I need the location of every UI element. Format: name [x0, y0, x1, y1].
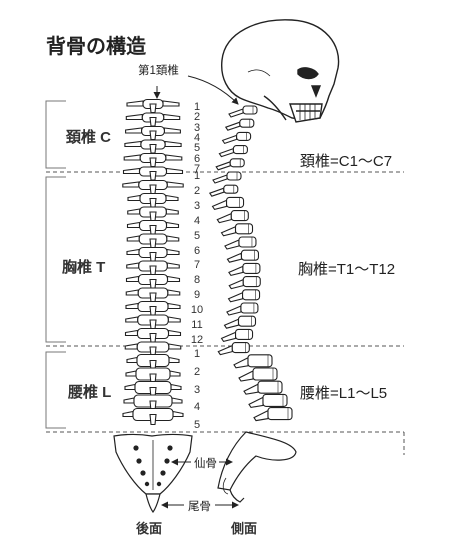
back-view-spine — [122, 98, 184, 426]
back-vertebra-19 — [124, 341, 182, 357]
coccyx-label: 尾骨 — [186, 498, 213, 514]
bracket-cervical — [45, 100, 66, 169]
side-vertebra-10 — [220, 223, 254, 237]
side-view-sacrum — [217, 431, 297, 503]
vertebra-number-c6: 6 — [193, 152, 201, 165]
vertebra-number-t5: 5 — [193, 229, 201, 242]
vertebra-number-c7: 7 — [193, 163, 201, 175]
side-vertebra-17 — [223, 315, 257, 329]
vertebra-number-l5: 5 — [193, 419, 201, 431]
side-vertebra-18 — [220, 328, 254, 343]
back-vertebra-8 — [127, 192, 179, 209]
back-vertebra-7 — [122, 179, 184, 195]
region-label-lumbar: 腰椎 L — [68, 384, 112, 401]
side-vertebra-22 — [243, 380, 283, 395]
back-vertebra-1 — [126, 98, 180, 114]
back-vertebra-24 — [122, 407, 184, 426]
side-vertebra-4 — [218, 145, 248, 158]
side-vertebra-20 — [233, 354, 273, 369]
side-vertebra-16 — [226, 302, 259, 316]
first-cervical-pointer — [153, 75, 239, 105]
region-label-cervical: 頚椎 C — [66, 129, 112, 146]
vertebra-number-t2: 2 — [193, 184, 201, 197]
back-vertebra-20 — [126, 353, 180, 372]
vertebra-number-c3: 3 — [193, 121, 201, 134]
view-label-back: 後面 — [136, 521, 163, 536]
back-vertebra-2 — [125, 112, 181, 127]
side-vertebra-24 — [253, 407, 293, 422]
back-vertebra-18 — [124, 327, 182, 344]
vertebra-number-t3: 3 — [193, 199, 201, 212]
vertebra-number-t4: 4 — [193, 214, 201, 227]
formula-cervical: 頚椎=C1〜C7 — [300, 153, 393, 170]
vertebra-number-t8: 8 — [193, 274, 201, 287]
back-view-sacrum — [113, 433, 193, 514]
back-vertebra-4 — [124, 139, 182, 154]
vertebra-number-c4: 4 — [193, 132, 201, 144]
sacrum-label: 仙骨 — [192, 455, 219, 471]
vertebra-number-t11: 11 — [191, 319, 203, 332]
back-vertebra-13 — [126, 260, 180, 276]
vertebra-number-t6: 6 — [193, 244, 201, 257]
vertebra-number-t12: 12 — [190, 334, 204, 346]
side-vertebra-9 — [216, 210, 249, 224]
vertebra-number-c1: 1 — [193, 101, 201, 113]
vertebra-number-l4: 4 — [193, 401, 201, 414]
bracket-lumbar — [45, 351, 66, 429]
region-brackets — [45, 100, 66, 429]
back-vertebra-14 — [125, 273, 181, 290]
back-vertebra-11 — [126, 233, 180, 249]
skull — [221, 19, 340, 123]
side-vertebra-8 — [211, 196, 245, 211]
side-vertebra-11 — [224, 236, 257, 250]
side-vertebra-14 — [228, 276, 261, 290]
region-separators — [46, 171, 405, 455]
vertebra-number-t7: 7 — [193, 259, 201, 272]
vertebra-number-l3: 3 — [193, 383, 201, 396]
side-vertebra-2 — [224, 118, 255, 131]
formula-thoracic: 胸椎=T1〜T12 — [298, 261, 396, 278]
back-vertebra-17 — [125, 314, 181, 330]
vertebra-number-t9: 9 — [193, 289, 201, 302]
back-vertebra-10 — [126, 219, 180, 236]
back-vertebra-9 — [127, 206, 179, 222]
back-vertebra-16 — [125, 300, 181, 317]
vertebra-number-l2: 2 — [193, 365, 201, 378]
side-vertebra-7 — [208, 184, 239, 197]
back-vertebra-3 — [125, 125, 181, 141]
back-vertebra-5 — [123, 152, 183, 168]
side-vertebra-23 — [248, 393, 288, 409]
view-label-side: 側面 — [231, 521, 258, 536]
side-vertebra-6 — [212, 171, 242, 184]
side-vertebra-19 — [217, 342, 250, 356]
vertebra-number-l1: 1 — [193, 348, 201, 360]
vertebra-number-c2: 2 — [193, 111, 201, 124]
back-vertebra-6 — [122, 166, 184, 181]
region-label-thoracic: 胸椎 T — [62, 259, 106, 276]
side-vertebra-13 — [228, 262, 261, 277]
bracket-thoracic — [45, 176, 66, 343]
vertebra-number-t10: 10 — [190, 304, 204, 317]
side-vertebra-1 — [228, 105, 258, 118]
side-vertebra-12 — [226, 249, 260, 263]
back-vertebra-12 — [126, 246, 180, 263]
formula-lumbar: 腰椎=L1〜L5 — [300, 385, 388, 402]
page-title: 背骨の構造 — [46, 36, 146, 58]
side-view-spine — [208, 105, 293, 422]
first-cervical-label: 第1頚椎 — [138, 65, 179, 77]
side-vertebra-3 — [221, 131, 252, 145]
back-vertebra-15 — [125, 287, 181, 303]
side-vertebra-15 — [227, 289, 261, 303]
vertebra-number-t1: 1 — [193, 170, 201, 182]
side-vertebra-5 — [215, 158, 245, 171]
side-vertebra-21 — [238, 367, 278, 382]
vertebra-number-c5: 5 — [193, 142, 201, 155]
